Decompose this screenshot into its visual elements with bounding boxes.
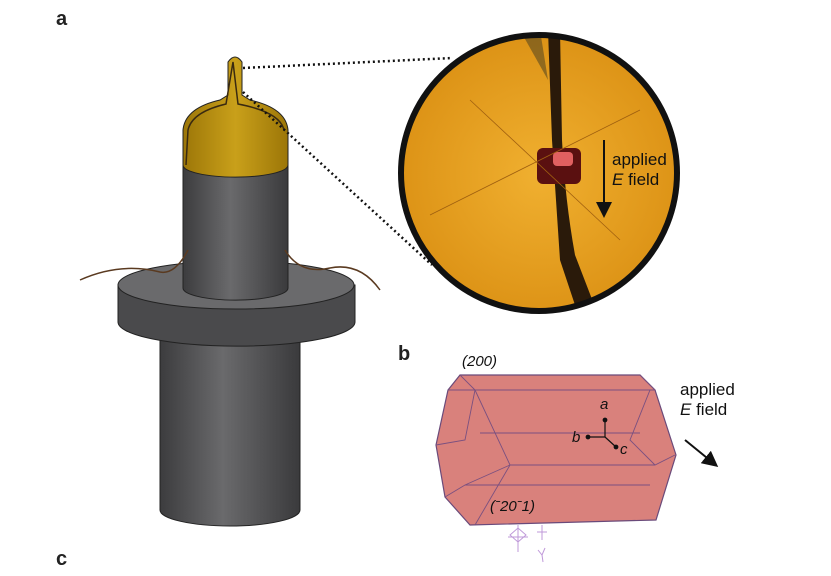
axis-label-c: c xyxy=(620,441,628,458)
panel-label-a: a xyxy=(56,8,68,30)
face-label-200: (200) xyxy=(462,353,498,370)
panel-label-b: b xyxy=(398,343,411,365)
micrograph-inset xyxy=(398,32,680,314)
field-label-line2: field xyxy=(623,170,660,189)
crystal-morphology xyxy=(435,374,719,563)
crystal-field-label: applied E field xyxy=(680,380,735,420)
axis-label-b: b xyxy=(572,429,581,446)
sample-mount xyxy=(79,56,381,527)
field-symbol: E xyxy=(612,170,624,189)
axis-label-a: a xyxy=(600,396,609,413)
field-label-line1: applied xyxy=(612,150,667,169)
zoom-line-top xyxy=(242,56,453,70)
face-label-201: (ˉ20ˉ1) xyxy=(490,498,536,515)
crystal-field-line2: field xyxy=(691,400,728,419)
micrograph-field-label: applied E field xyxy=(612,150,667,190)
crystal-field-line1: applied xyxy=(680,380,735,399)
crystal-field-symbol: E xyxy=(680,400,692,419)
panel-label-c: c xyxy=(56,548,68,570)
